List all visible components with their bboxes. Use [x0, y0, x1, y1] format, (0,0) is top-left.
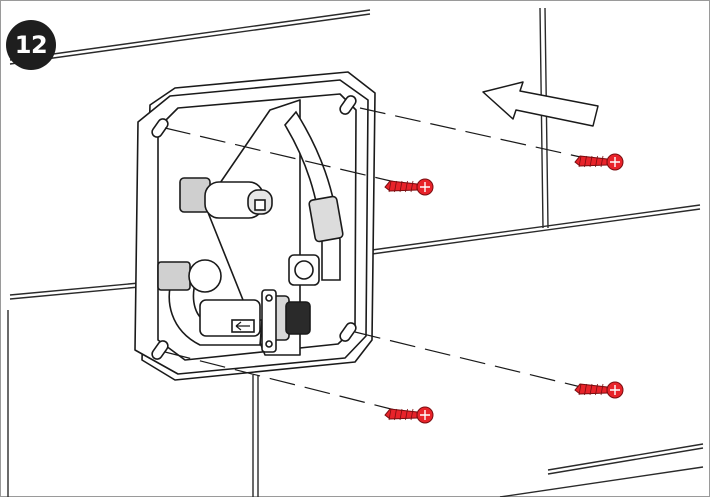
- step-number-badge: 12: [6, 20, 56, 70]
- screw-icon-upper-right: [574, 153, 624, 171]
- tile-wall: [7, 7, 704, 497]
- flex-hose: [284, 110, 344, 286]
- screw-icon-upper-left: [384, 178, 434, 196]
- valve-assembly: [157, 259, 311, 353]
- threaded-fitting: [179, 177, 273, 219]
- alignment-lines: [164, 107, 586, 411]
- screw-icon-lower-left: [384, 406, 434, 424]
- screw-icon-lower-right: [574, 381, 624, 399]
- arrow-left-icon: [482, 81, 599, 127]
